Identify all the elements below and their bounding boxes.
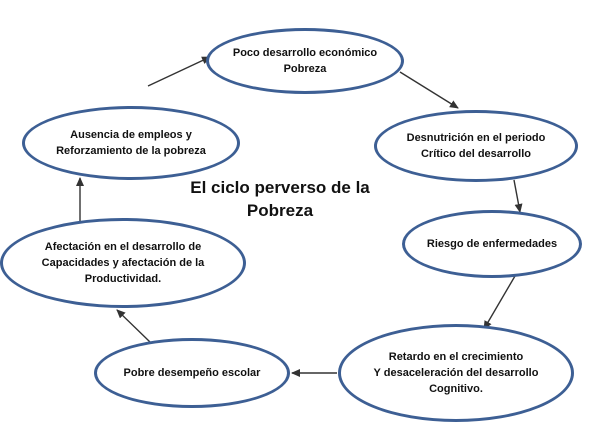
- node-text-line: Retardo en el crecimiento: [388, 351, 524, 363]
- node-text-line: Cognitivo.: [429, 383, 483, 395]
- node-text-line: Pobre desempeño escolar: [123, 367, 261, 379]
- node-poco-desarrollo-economico: Poco desarrollo económico Pobreza: [206, 28, 404, 94]
- node-desnutricion: Desnutrición en el periodo Crítico del d…: [374, 110, 578, 182]
- node-text-line: Riesgo de enfermedades: [426, 238, 558, 250]
- node-text-line: Poco desarrollo económico: [232, 47, 378, 59]
- title-line-1: El ciclo perverso de la: [190, 178, 370, 197]
- node-text-line: Productividad.: [84, 273, 162, 285]
- node-pobre-desempeno-escolar: Pobre desempeño escolar: [94, 338, 290, 408]
- arrow-desnutricion-to-riesgo: [513, 179, 523, 213]
- arrow-ausencia-to-poco: [147, 56, 211, 87]
- node-text-line: Pobreza: [283, 63, 327, 75]
- arrow-riesgo-to-retardo: [483, 275, 516, 330]
- node-text-line: Crítico del desarrollo: [420, 148, 532, 160]
- arrow-desempeno-to-afectacion: [116, 309, 151, 343]
- node-text-line: Desnutrición en el periodo: [406, 132, 546, 144]
- node-text-line: Afectación en el desarrollo de: [44, 241, 202, 253]
- node-text-line: Y desaceleración del desarrollo: [373, 367, 539, 379]
- node-retardo-en-el-crecimiento: Retardo en el crecimiento Y desaceleraci…: [338, 324, 574, 422]
- node-text-line: Reforzamiento de la pobreza: [56, 145, 206, 157]
- node-text-line: Capacidades y afectación de la: [41, 257, 205, 269]
- title-line-2: Pobreza: [246, 201, 314, 220]
- node-ausencia-de-empleos: Ausencia de empleos y Reforzamiento de l…: [22, 106, 240, 180]
- diagram-title: El ciclo perverso de la Pobreza: [150, 176, 410, 222]
- node-riesgo-de-enfermedades: Riesgo de enfermedades: [402, 210, 582, 278]
- arrow-poco-to-desnutricion: [399, 71, 459, 109]
- node-text-line: Ausencia de empleos y: [70, 129, 192, 141]
- node-afectacion-en-el-desarrollo: Afectación en el desarrollo de Capacidad…: [0, 218, 246, 308]
